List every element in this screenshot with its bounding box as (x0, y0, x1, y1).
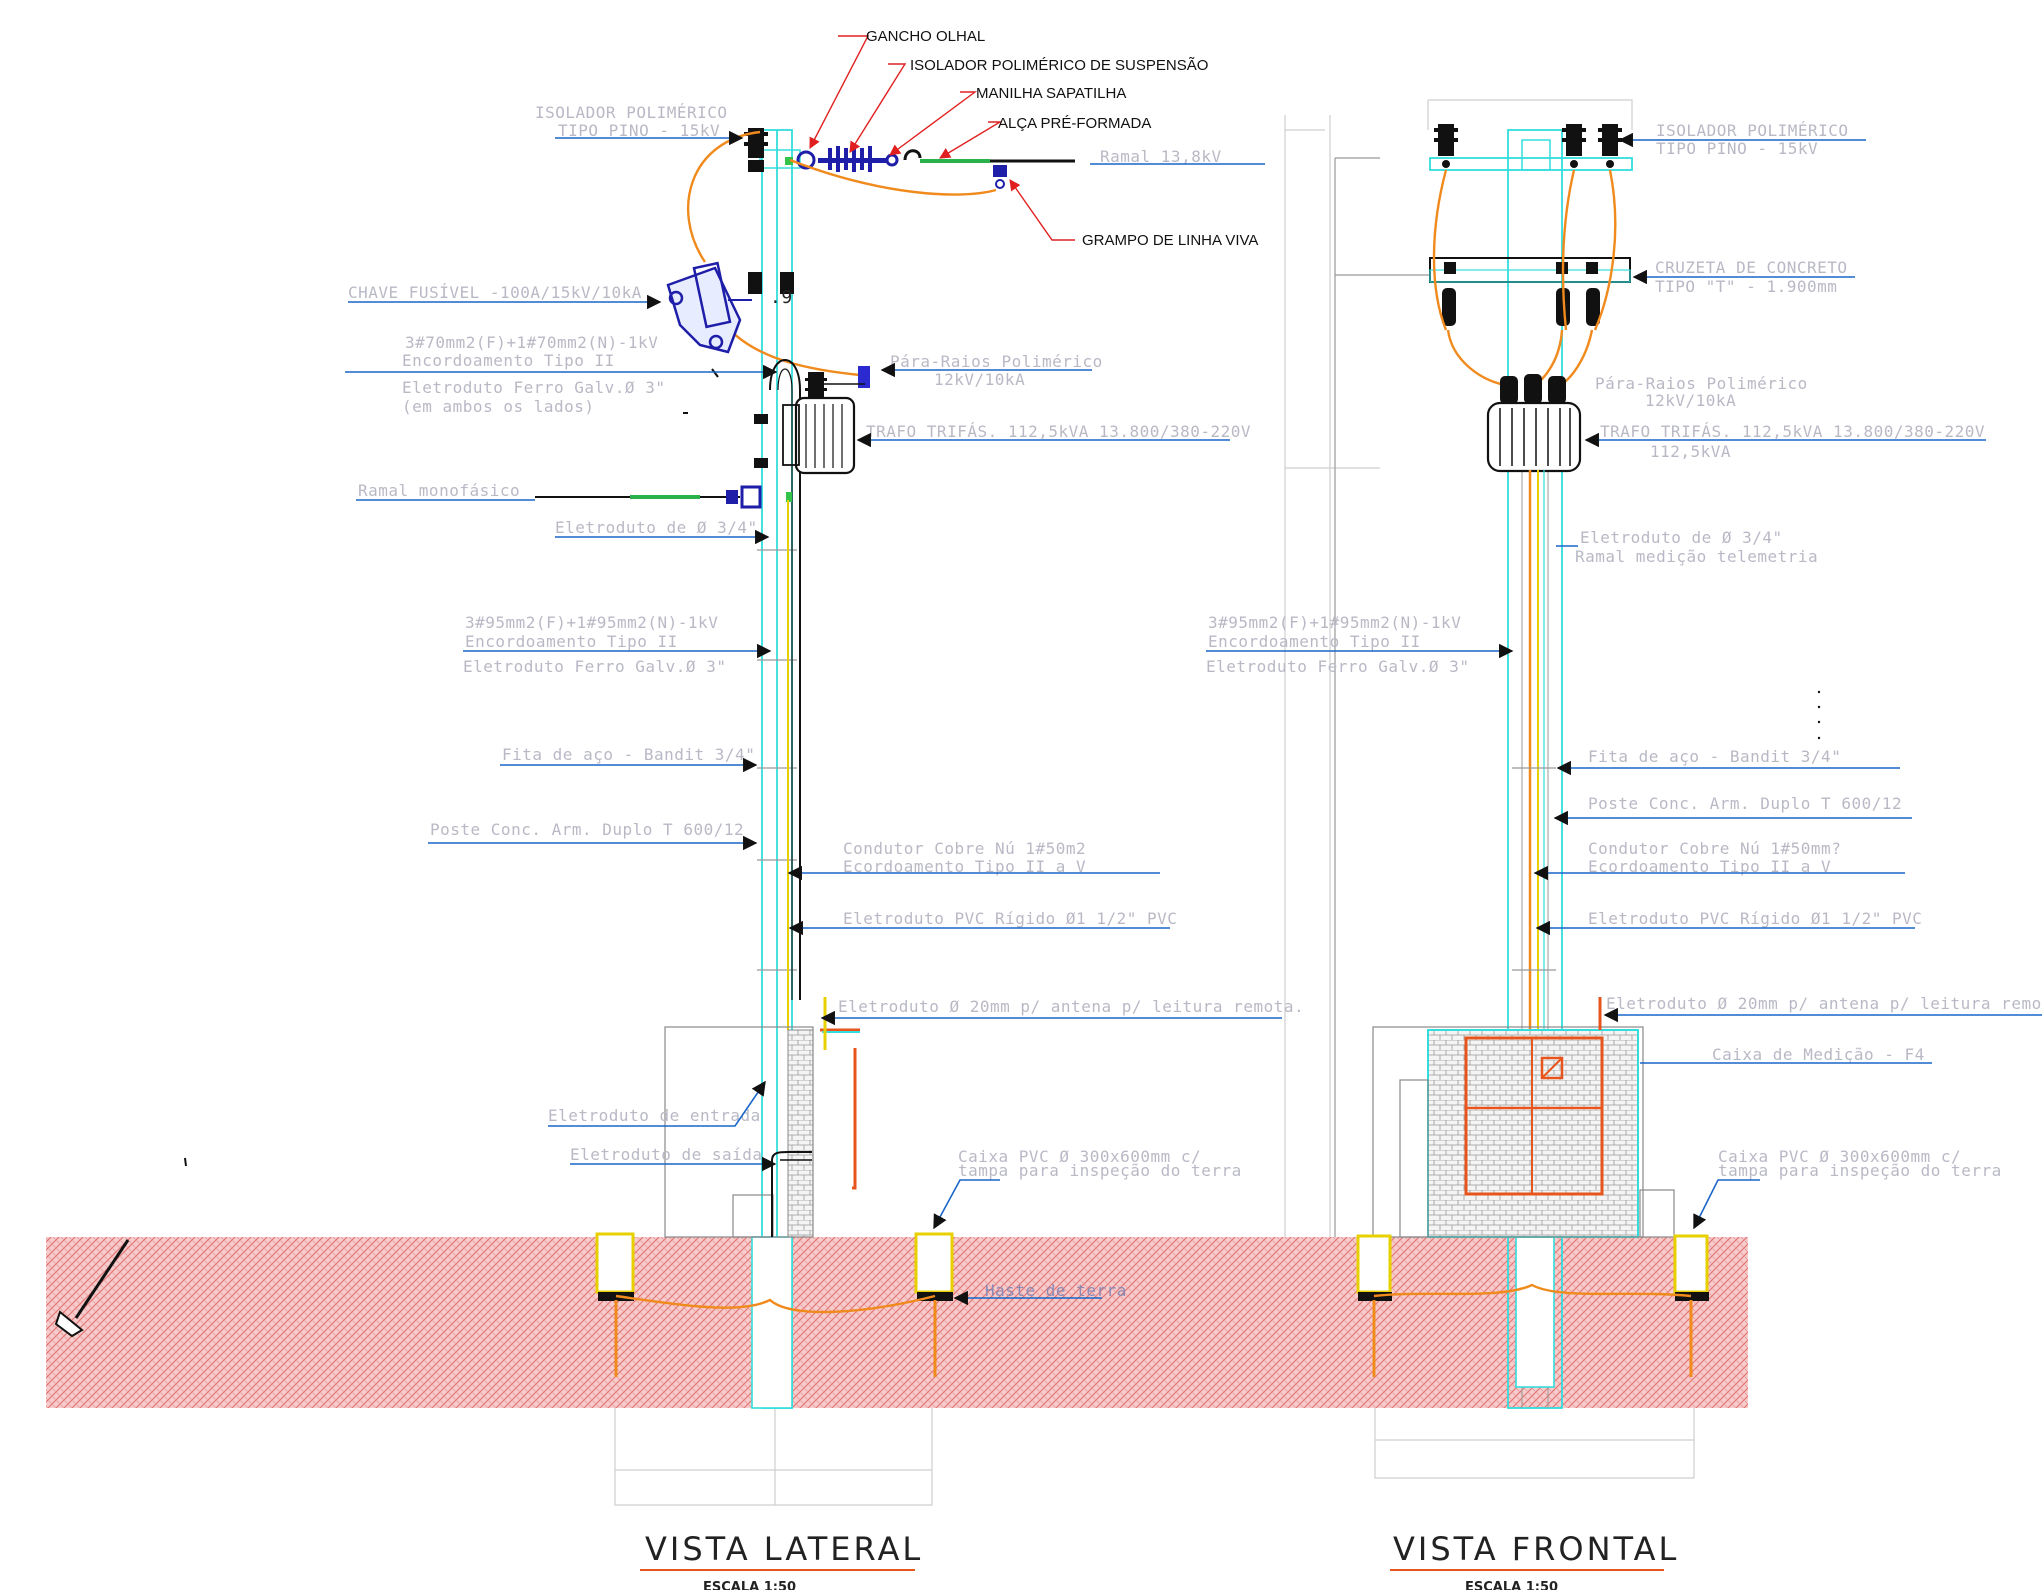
svg-text:Encordoamento Tipo II: Encordoamento Tipo II (402, 351, 615, 370)
pin-insulators-frontal (1434, 124, 1622, 168)
svg-text:ISOLADOR POLIMÉRICO: ISOLADOR POLIMÉRICO (1656, 121, 1849, 140)
pin-insulator-lateral (744, 128, 768, 172)
lateral-annotations: ISOLADOR POLIMÉRICO TIPO PINO - 15kV Ram… (345, 103, 1304, 1306)
svg-text:CHAVE FUSÍVEL -100A/15kV/10kA: CHAVE FUSÍVEL -100A/15kV/10kA (348, 283, 642, 302)
suspension-insulators-frontal (1442, 262, 1600, 326)
lightning-arrester-lateral (805, 366, 870, 400)
svg-text:Ramal medição telemetria: Ramal medição telemetria (1575, 547, 1818, 566)
svg-text:112,5kVA: 112,5kVA (1650, 442, 1731, 461)
svg-text:Eletroduto PVC Rígido Ø1 1/2": Eletroduto PVC Rígido Ø1 1/2" PVC (1588, 909, 1922, 928)
svg-text:3#70mm2(F)+1#70mm2(N)-1kV: 3#70mm2(F)+1#70mm2(N)-1kV (405, 333, 658, 352)
svg-text:(em ambos os lados): (em ambos os lados) (402, 397, 595, 416)
svg-text:Fita de aço - Bandit 3/4": Fita de aço - Bandit 3/4" (502, 745, 755, 764)
callout-isolador-suspensao: ISOLADOR POLIMÉRICO DE SUSPENSÃO (910, 57, 1208, 74)
svg-text:Poste Conc. Arm. Duplo T 600/1: Poste Conc. Arm. Duplo T 600/12 (430, 820, 744, 839)
svg-text:12kV/10kA: 12kV/10kA (1645, 391, 1736, 410)
svg-text:Eletroduto PVC Rígido Ø1 1/2": Eletroduto PVC Rígido Ø1 1/2" PVC (843, 909, 1177, 928)
svg-text:CRUZETA DE CONCRETO: CRUZETA DE CONCRETO (1655, 258, 1848, 277)
svg-text:Ecordoamento Tipo II a V: Ecordoamento Tipo II a V (843, 857, 1086, 876)
svg-text:3#95mm2(F)+1#95mm2(N)-1kV: 3#95mm2(F)+1#95mm2(N)-1kV (465, 613, 718, 632)
meter-box-f4 (1464, 1036, 1604, 1196)
svg-text:TRAFO TRIFÁS. 112,5kVA 13.800/: TRAFO TRIFÁS. 112,5kVA 13.800/380-220V (866, 422, 1251, 441)
fuse-cutout-lateral (666, 261, 752, 354)
frontal-view: ISOLADOR POLIMÉRICO TIPO PINO - 15kV CRU… (1206, 121, 2042, 1409)
svg-text:Eletroduto Ferro Galv.Ø 3": Eletroduto Ferro Galv.Ø 3" (463, 657, 726, 676)
svg-text:Ramal 13,8kV: Ramal 13,8kV (1100, 147, 1222, 166)
callout-alca: ALÇA PRÉ-FORMADA (998, 115, 1151, 132)
svg-text:Eletroduto de saída: Eletroduto de saída (570, 1145, 763, 1164)
live-line-clamp (993, 165, 1007, 189)
lateral-view: .9 (54, 28, 1304, 1409)
callout-manilha: MANILHA SAPATILHA (976, 85, 1126, 102)
svg-text:Eletroduto de Ø 3/4": Eletroduto de Ø 3/4" (1580, 528, 1783, 547)
svg-text:Condutor Cobre Nú 1#50m2: Condutor Cobre Nú 1#50m2 (843, 839, 1086, 858)
svg-text:TIPO PINO - 15kV: TIPO PINO - 15kV (1656, 139, 1818, 158)
meter-wall-lateral (787, 1029, 814, 1238)
lightning-arresters-frontal (1500, 374, 1566, 404)
svg-text:Haste de terra: Haste de terra (985, 1281, 1127, 1300)
svg-text:tampa para inspeção do terra: tampa para inspeção do terra (958, 1161, 1242, 1180)
svg-text:Pára-Raios Polimérico: Pára-Raios Polimérico (890, 352, 1103, 371)
svg-text:Condutor Cobre Nú 1#50mm?: Condutor Cobre Nú 1#50mm? (1588, 839, 1841, 858)
svg-text:12kV/10kA: 12kV/10kA (934, 370, 1025, 389)
svg-text:TRAFO TRIFÁS. 112,5kVA 13.800/: TRAFO TRIFÁS. 112,5kVA 13.800/380-220V (1600, 422, 1985, 441)
callout-grampo: GRAMPO DE LINHA VIVA (1082, 232, 1258, 249)
svg-text:tampa para inspeção do terra: tampa para inspeção do terra (1718, 1161, 2002, 1180)
svg-text:TIPO "T" - 1.900mm: TIPO "T" - 1.900mm (1655, 277, 1837, 296)
svg-text:Eletroduto Ø 20mm p/ antena p/: Eletroduto Ø 20mm p/ antena p/ leitura r… (838, 997, 1304, 1016)
svg-text:TIPO PINO - 15kV: TIPO PINO - 15kV (558, 121, 720, 140)
pole-bands-lateral (757, 549, 797, 971)
suspension-insulator (818, 146, 899, 172)
svg-text:Caixa PVC Ø 300x600mm c/: Caixa PVC Ø 300x600mm c/ (1718, 1147, 1961, 1166)
frontal-annotations: ISOLADOR POLIMÉRICO TIPO PINO - 15kV CRU… (1206, 121, 2042, 1230)
svg-text:Eletroduto de entrada: Eletroduto de entrada (548, 1106, 761, 1125)
svg-text:Encordoamento Tipo II: Encordoamento Tipo II (1208, 632, 1421, 651)
svg-text:Ecordoamento Tipo II a V: Ecordoamento Tipo II a V (1588, 857, 1831, 876)
svg-text:Ramal monofásico: Ramal monofásico (358, 481, 520, 500)
svg-text:Caixa PVC Ø 300x600mm c/: Caixa PVC Ø 300x600mm c/ (958, 1147, 1201, 1166)
svg-text:ISOLADOR POLIMÉRICO: ISOLADOR POLIMÉRICO (535, 103, 728, 122)
svg-text:Pára-Raios Polimérico: Pára-Raios Polimérico (1595, 374, 1808, 393)
title-vista-frontal: VISTA FRONTAL (1393, 1530, 1679, 1568)
ground-symbol (54, 1239, 130, 1338)
red-callouts: GANCHO OLHAL ISOLADOR POLIMÉRICO DE SUSP… (809, 28, 1258, 249)
scale-lateral: ESCALA 1:50 (703, 1580, 796, 1590)
soil-section (46, 1237, 1748, 1408)
svg-text:Eletroduto Ø 20mm p/ antena p/: Eletroduto Ø 20mm p/ antena p/ leitura r… (1606, 994, 2042, 1013)
title-vista-lateral: VISTA LATERAL (645, 1530, 923, 1568)
transformer-lateral (782, 396, 856, 475)
ground-box-right-frontal (1673, 1234, 1709, 1377)
svg-text:Fita de aço - Bandit 3/4": Fita de aço - Bandit 3/4" (1588, 747, 1841, 766)
transformer-frontal (1486, 401, 1582, 473)
svg-text:3#95mm2(F)+1#95mm2(N)-1kV: 3#95mm2(F)+1#95mm2(N)-1kV (1208, 613, 1461, 632)
svg-text:.9: .9 (770, 287, 793, 308)
svg-text:Eletroduto Ferro Galv.Ø 3": Eletroduto Ferro Galv.Ø 3" (402, 378, 665, 397)
svg-text:Poste Conc. Arm. Duplo T 600/1: Poste Conc. Arm. Duplo T 600/12 (1588, 794, 1902, 813)
svg-text:Encordoamento Tipo II: Encordoamento Tipo II (465, 632, 678, 651)
callout-gancho-olhal: GANCHO OLHAL (866, 28, 985, 45)
svg-text:Eletroduto Ferro Galv.Ø 3": Eletroduto Ferro Galv.Ø 3" (1206, 657, 1469, 676)
svg-text:Eletroduto de Ø 3/4": Eletroduto de Ø 3/4" (555, 518, 758, 537)
svg-text:Caixa de Medição - F4: Caixa de Medição - F4 (1712, 1045, 1925, 1064)
view-titles: VISTA LATERAL ESCALA 1:50 VISTA FRONTAL … (640, 1530, 1679, 1590)
scale-frontal: ESCALA 1:50 (1465, 1580, 1558, 1590)
